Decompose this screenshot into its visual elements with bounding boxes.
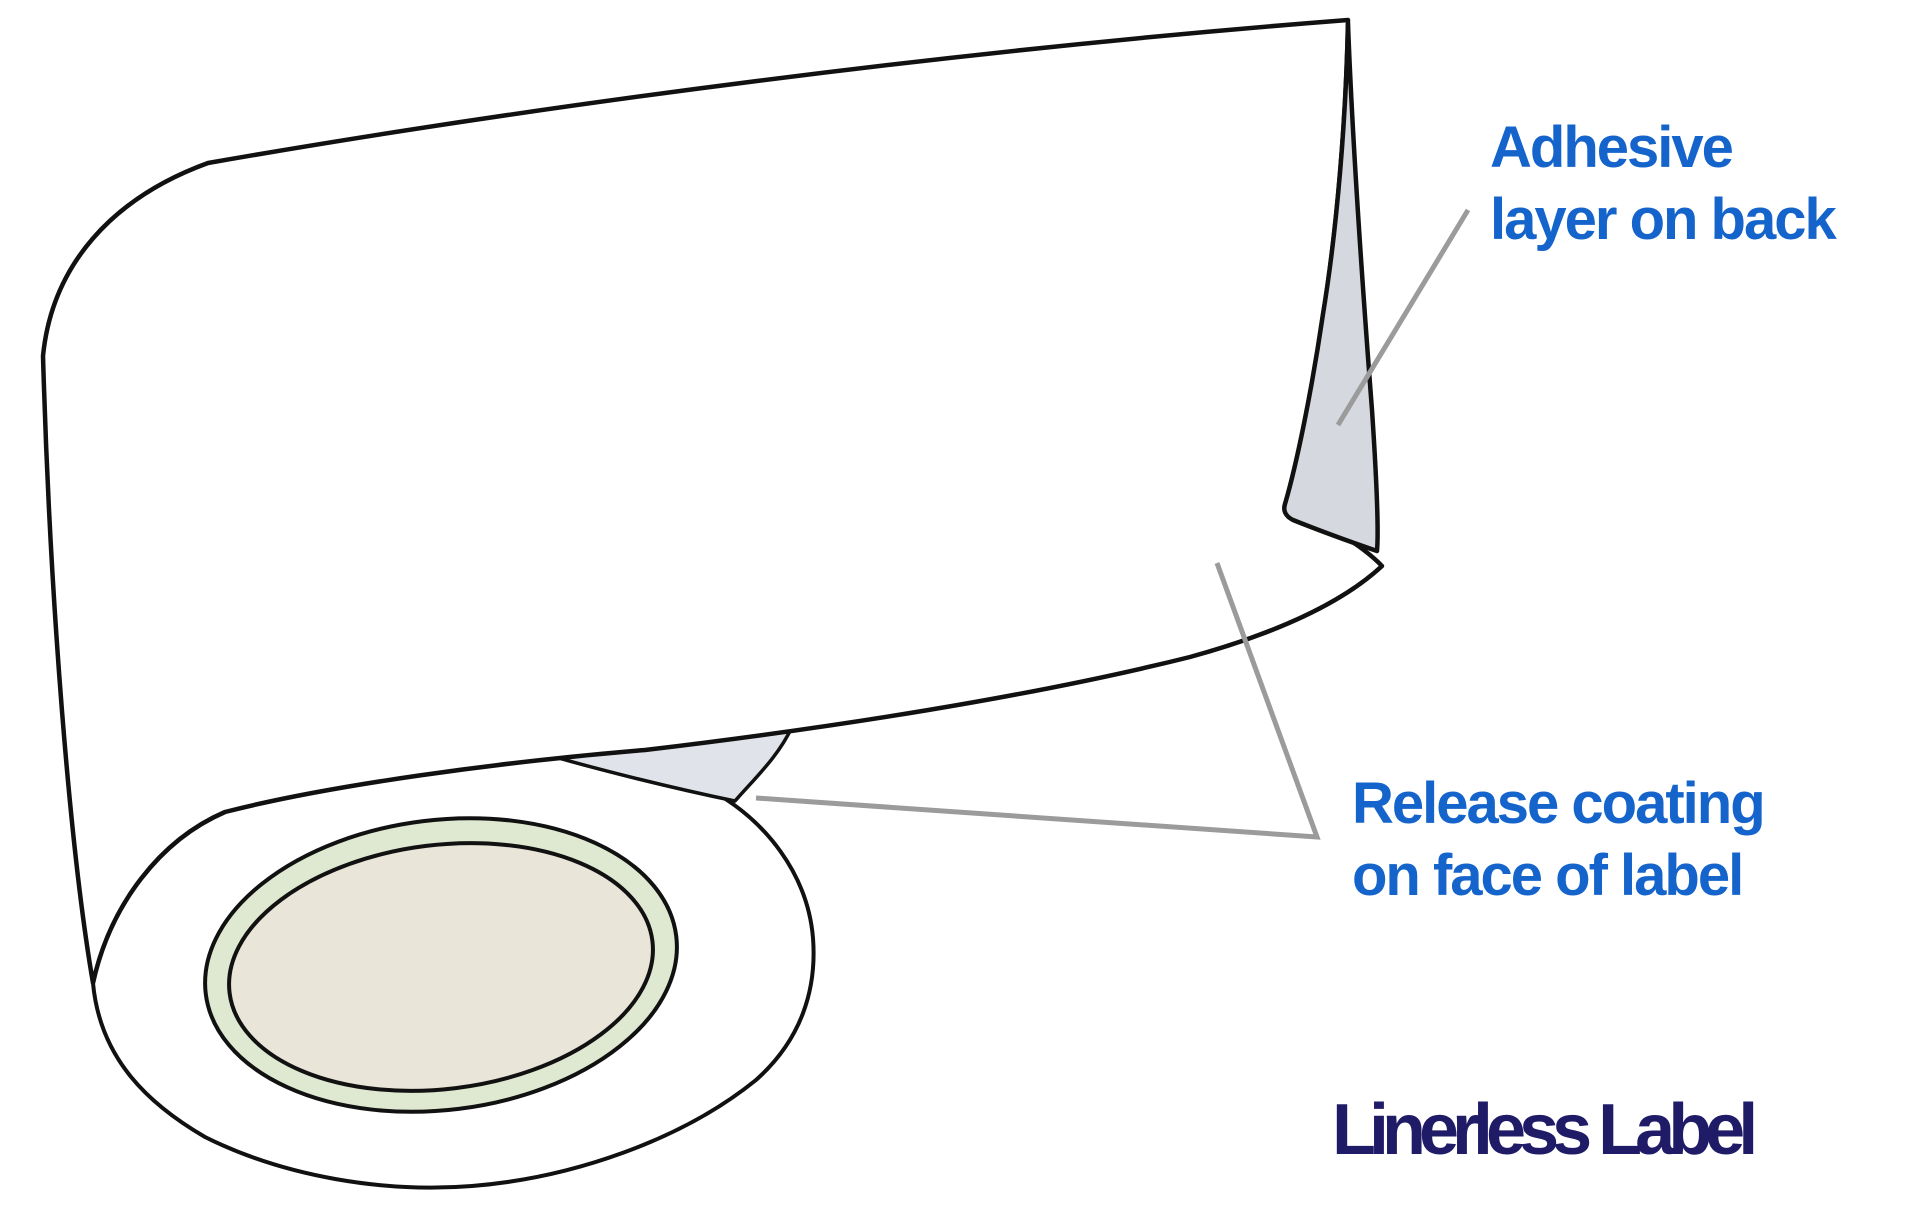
core-center [227, 841, 655, 1093]
annotation-adhesive-line1: Adhesive [1490, 115, 1734, 180]
annotation-adhesive: Adhesive layer on back [1490, 112, 1837, 256]
annotation-release: Release coating on face of label [1352, 768, 1766, 912]
annotation-release-line2: on face of label [1352, 843, 1744, 908]
annotation-release-line1: Release coating [1352, 771, 1766, 836]
leader-line-release [755, 562, 1321, 840]
label-strip [40, 17, 1385, 986]
annotation-adhesive-line2: layer on back [1490, 187, 1837, 252]
adhesive-back-shape [1282, 21, 1380, 554]
page-title: Linerless Label [1332, 1090, 1758, 1170]
leader-line-adhesive [1335, 208, 1471, 427]
